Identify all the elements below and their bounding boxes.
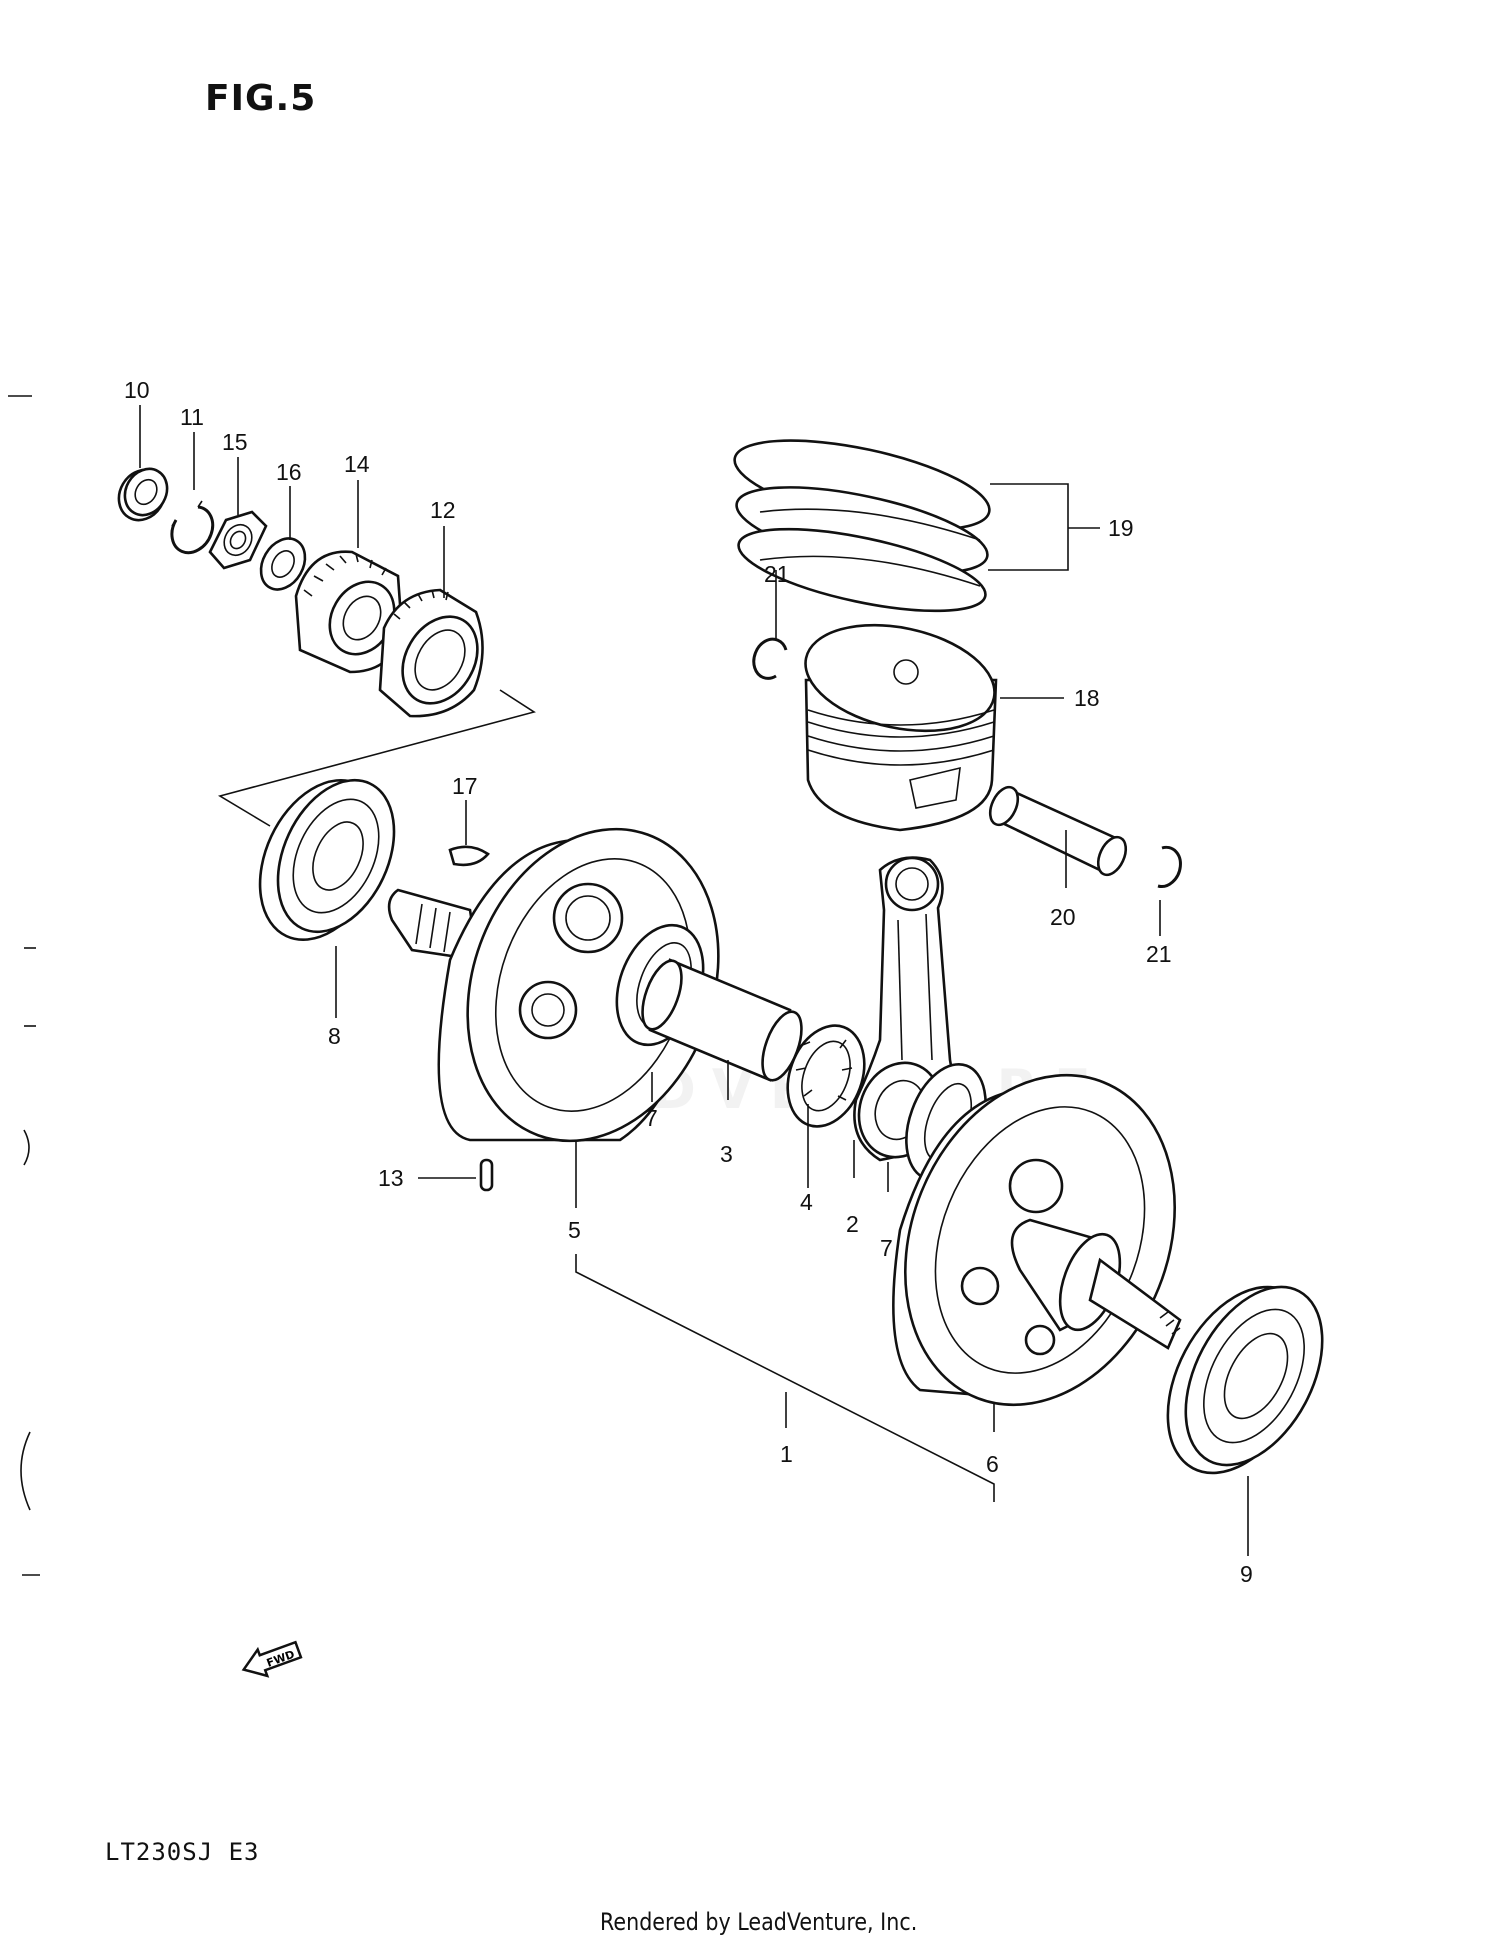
callout-12: 12 [430,497,456,523]
circlip-21-top[interactable] [752,637,788,680]
callout-19: 19 [1108,515,1134,541]
callout-16: 16 [276,459,302,485]
assembly-bracket-1 [575,1254,995,1502]
piston-rings-19[interactable] [727,423,996,628]
piston-pin-20[interactable] [985,783,1132,879]
assembly-bracket [217,689,536,827]
crank-pin-3[interactable] [635,956,810,1086]
callout-13: 13 [378,1165,404,1191]
nut-15[interactable] [208,510,268,570]
callout-3: 3 [720,1141,733,1167]
model-code: LT230SJ E3 [105,1838,260,1866]
crank-left-shaft [387,888,480,962]
render-credit: Rendered by LeadVenture, Inc. [600,1908,918,1936]
leader-lines [139,405,1249,1556]
scan-marks [8,395,40,1576]
callout-1: 1 [780,1441,793,1467]
figure-title: FIG.5 [205,78,317,119]
gear-12[interactable] [378,588,492,718]
washer-16[interactable] [252,531,314,598]
callout-5: 5 [568,1217,581,1243]
key-17[interactable] [448,845,490,867]
callout-11: 11 [180,404,204,430]
callout-7-right: 7 [880,1235,893,1261]
pin-13[interactable] [479,1158,494,1192]
callout-9: 9 [1240,1561,1253,1587]
callout-2: 2 [846,1211,859,1237]
callout-14: 14 [344,451,370,477]
piston-18[interactable] [796,609,1005,832]
callout-7-left: 7 [645,1105,658,1131]
callout-18: 18 [1074,685,1100,711]
callout-17: 17 [452,773,478,799]
callout-21-top: 21 [764,561,790,587]
fwd-arrow-icon: FWD [241,1640,303,1678]
callout-20: 20 [1050,904,1076,930]
callout-8: 8 [328,1023,341,1049]
callout-21-bottom: 21 [1146,941,1172,967]
circlip-21-bottom[interactable] [1157,845,1182,888]
callout-10: 10 [124,377,150,403]
callout-4: 4 [800,1189,813,1215]
gear-14[interactable] [294,550,407,674]
crank-web-5[interactable] [426,794,761,1177]
crank-right-shaft [1010,1218,1182,1350]
circlip-11[interactable] [170,500,215,555]
callout-6: 6 [986,1451,999,1477]
callout-15: 15 [222,429,248,455]
bearing-9[interactable] [1138,1263,1350,1498]
bearing-8[interactable] [236,760,417,960]
bearing-10[interactable] [110,461,175,528]
callout-labels: 10 11 15 16 14 12 21 19 18 17 20 21 8 7 … [124,377,1253,1587]
